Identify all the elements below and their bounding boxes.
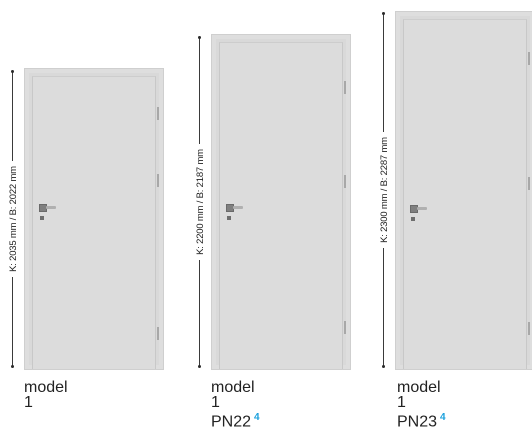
door-caption: model 1 [24, 379, 68, 411]
hinge [528, 322, 530, 335]
hinge [528, 52, 530, 65]
hinge [157, 174, 159, 187]
hinge [344, 321, 346, 334]
caption-model: model 1 [211, 379, 255, 411]
dimension-label: K: 2035 mm / B: 2022 mm [8, 161, 20, 277]
hinge [528, 177, 530, 190]
hinge [157, 107, 159, 120]
dimension-label: K: 2300 mm / B: 2287 mm [379, 132, 391, 248]
caption-model: model 1 [24, 379, 68, 411]
door-image [395, 11, 532, 370]
door-image [24, 68, 164, 370]
door-image [211, 34, 351, 370]
dimension-label: K: 2200 mm / B: 2187 mm [195, 144, 207, 260]
caption-code: PN22 [211, 413, 252, 430]
caption-model: model 1 [397, 379, 441, 411]
hinge [344, 81, 346, 94]
hinge [344, 175, 346, 188]
hinge [157, 327, 159, 340]
caption-code: PN23 [397, 413, 438, 430]
